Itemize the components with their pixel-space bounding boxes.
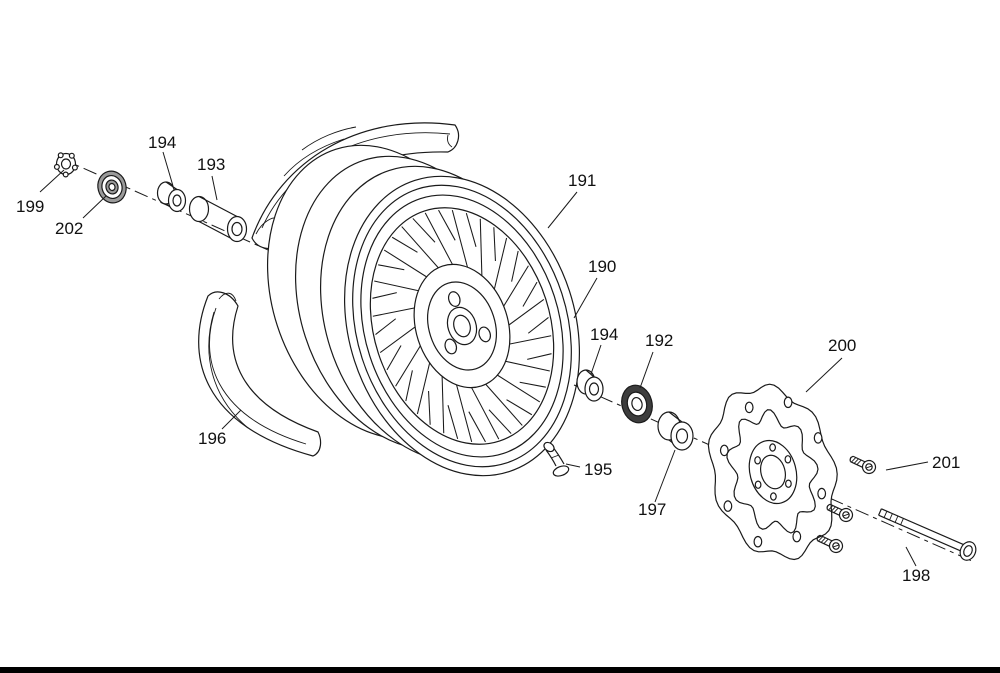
bottom-border-strip [0, 667, 1000, 673]
oil-seal-192-drawing [621, 384, 653, 424]
leader-lines [39, 151, 929, 567]
leader-194b [590, 344, 602, 375]
side-collar-197-drawing [657, 411, 694, 451]
leader-192 [639, 351, 654, 389]
part-label-194b: 194 [590, 325, 618, 344]
bearing-202-drawing [97, 170, 127, 204]
part-label-200: 200 [828, 336, 856, 355]
leader-198 [905, 546, 917, 567]
leader-194a [162, 151, 174, 187]
part-label-197: 197 [638, 500, 666, 519]
part-label-195: 195 [584, 460, 612, 479]
part-label-202: 202 [55, 219, 83, 238]
wheel-front-face [343, 175, 581, 477]
part-label-193: 193 [197, 155, 225, 174]
part-label-191: 191 [568, 171, 596, 190]
leader-193 [211, 175, 218, 201]
spacer-194-right-drawing [576, 369, 604, 402]
spacer-194-left-drawing [156, 181, 187, 213]
collar-tube-193-drawing [188, 195, 248, 243]
wheel-spokes [372, 209, 552, 443]
leader-202 [82, 195, 107, 219]
valve-stem-195-drawing [543, 441, 570, 477]
part-labels: 199 202 194 193 191 190 194 192 200 201 … [16, 133, 960, 585]
axle-bolt-198-drawing [878, 508, 977, 561]
disc-hub-holes [754, 443, 792, 501]
part-label-196: 196 [198, 429, 226, 448]
leader-191 [547, 191, 578, 229]
leader-190 [573, 277, 598, 319]
castle-nut-199-drawing [53, 152, 78, 178]
part-label-190: 190 [588, 257, 616, 276]
leader-199 [39, 169, 65, 193]
leader-197 [654, 449, 676, 503]
tire-lower-section [198, 291, 322, 457]
part-label-201: 201 [932, 453, 960, 472]
part-label-194a: 194 [148, 133, 176, 152]
part-label-192: 192 [645, 331, 673, 350]
leader-195 [565, 463, 581, 468]
part-label-198: 198 [902, 566, 930, 585]
leader-196 [221, 409, 242, 430]
leader-200 [805, 357, 843, 393]
disc-inner-edge [726, 409, 819, 534]
disc-bolt-1 [847, 451, 879, 477]
part-label-199: 199 [16, 197, 44, 216]
spoke-ring [369, 207, 555, 445]
disc-band-holes [719, 396, 827, 548]
brake-disc-200-drawing [707, 383, 838, 561]
leader-201 [885, 461, 929, 471]
